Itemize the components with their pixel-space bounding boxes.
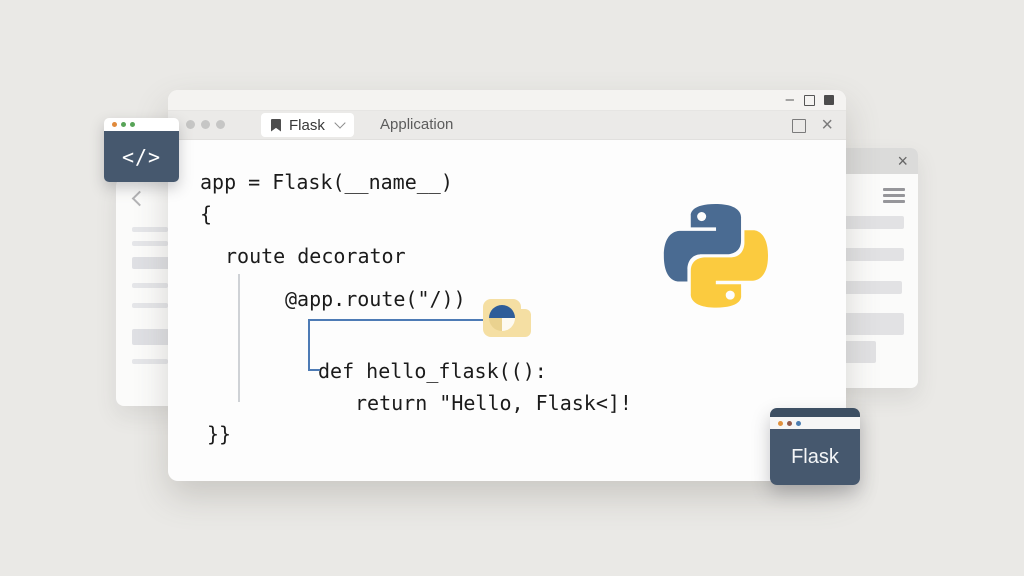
- flask-app-window: – Flask Application × app = Flask(__name…: [168, 90, 846, 481]
- connector-line: [308, 319, 489, 321]
- skeleton-line: [132, 257, 176, 269]
- code-line: @app.route("/)): [285, 287, 466, 311]
- titlebar-dot: [778, 420, 783, 426]
- close-icon[interactable]: ×: [821, 114, 833, 136]
- skeleton-line: [132, 359, 168, 364]
- flag-icon: [271, 118, 281, 132]
- code-line: return "Hello, Flask<]!: [355, 391, 632, 415]
- code-line: def hello_flask(():: [318, 359, 547, 383]
- window-tab-bar: Flask Application ×: [168, 111, 846, 140]
- titlebar-dot: [121, 122, 126, 127]
- titlebar-dot: [787, 420, 792, 426]
- python-logo-icon: [663, 204, 768, 308]
- skeleton-line: [132, 303, 168, 308]
- titlebar-dot: [112, 122, 117, 127]
- code-line: {: [200, 202, 213, 226]
- window-title: Application: [380, 116, 454, 133]
- flask-mini-window: Flask: [770, 408, 860, 485]
- connector-line: [308, 319, 310, 371]
- window-body: app = Flask(__name__) { route decorator …: [168, 140, 846, 481]
- skeleton-line: [132, 227, 168, 232]
- badge-titlebar: [104, 118, 179, 131]
- code-editor-badge: </>: [104, 118, 179, 182]
- connector-line: [308, 369, 320, 371]
- folder-icon: [483, 299, 531, 337]
- window-top-strip: –: [168, 90, 846, 111]
- code-line: app = Flask(__name__): [200, 170, 453, 194]
- mini-window-titlebar: [770, 417, 860, 429]
- tab-flask[interactable]: Flask: [261, 113, 354, 137]
- titlebar-dot: [216, 120, 225, 129]
- indent-guide-line: [238, 274, 240, 402]
- close-icon[interactable]: ×: [897, 151, 908, 171]
- tab-label: Flask: [289, 116, 325, 134]
- titlebar-dot: [130, 122, 135, 127]
- titlebar-dots: [186, 120, 225, 129]
- titlebar-dot: [186, 120, 195, 129]
- minimize-icon[interactable]: –: [785, 91, 794, 108]
- code-line: }}: [207, 422, 232, 446]
- flask-label: Flask: [770, 429, 860, 485]
- maximize-icon[interactable]: [792, 119, 806, 133]
- titlebar-dot: [201, 120, 210, 129]
- mini-window-top-strip: [770, 408, 860, 417]
- skeleton-line: [132, 329, 176, 345]
- titlebar-dot: [796, 420, 801, 426]
- code-tag-icon: </>: [104, 131, 179, 182]
- skeleton-line: [132, 283, 168, 288]
- code-line: route decorator: [225, 244, 406, 268]
- skeleton-line: [132, 241, 168, 246]
- chevron-down-icon[interactable]: [334, 117, 346, 129]
- menu-icon[interactable]: [883, 188, 905, 206]
- back-chevron-icon[interactable]: [131, 190, 148, 207]
- maximize-icon[interactable]: [804, 95, 815, 106]
- window-filled-square-icon[interactable]: [824, 95, 834, 105]
